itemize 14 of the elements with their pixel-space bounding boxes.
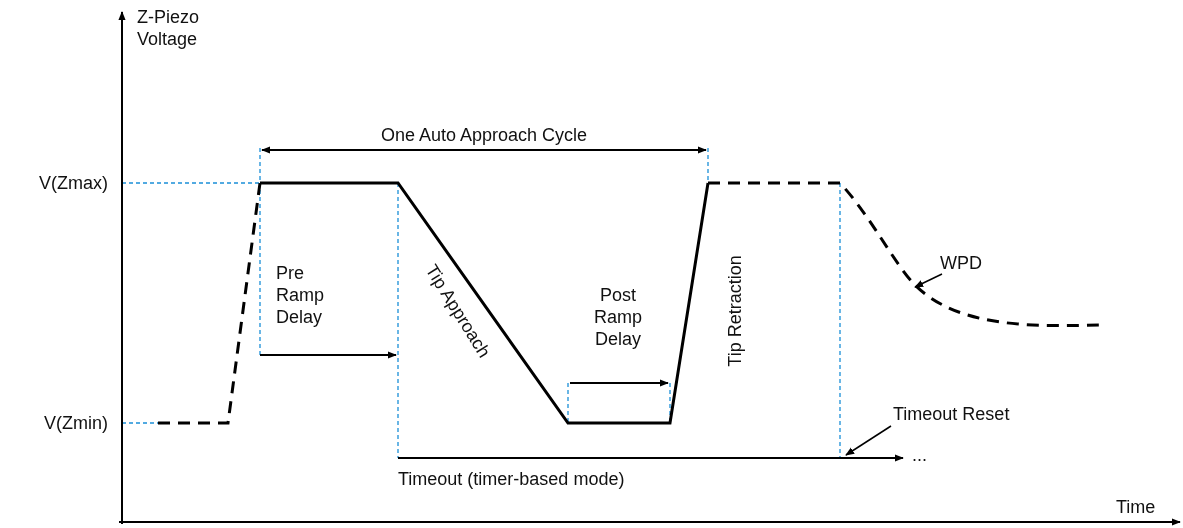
leader-line xyxy=(914,273,943,288)
annotation-label: Post Ramp Delay xyxy=(593,284,643,350)
axis-label: Time xyxy=(1116,496,1157,518)
callout-label: Timeout Reset xyxy=(893,403,1023,425)
callout-label: WPD xyxy=(940,252,982,274)
axis-label: V(Zmax) xyxy=(38,172,108,194)
annotation-label: Tip Retraction xyxy=(724,254,746,369)
leader-line xyxy=(845,425,892,456)
axis-label: Z-Piezo Voltage xyxy=(137,6,200,50)
annotation-label: Pre Ramp Delay xyxy=(276,262,325,328)
annotation-label: Timeout (timer-based mode) xyxy=(398,468,626,490)
annotation-label: ... xyxy=(912,444,928,466)
annotation-label: One Auto Approach Cycle xyxy=(379,124,589,146)
axis-label: V(Zmin) xyxy=(43,412,108,434)
